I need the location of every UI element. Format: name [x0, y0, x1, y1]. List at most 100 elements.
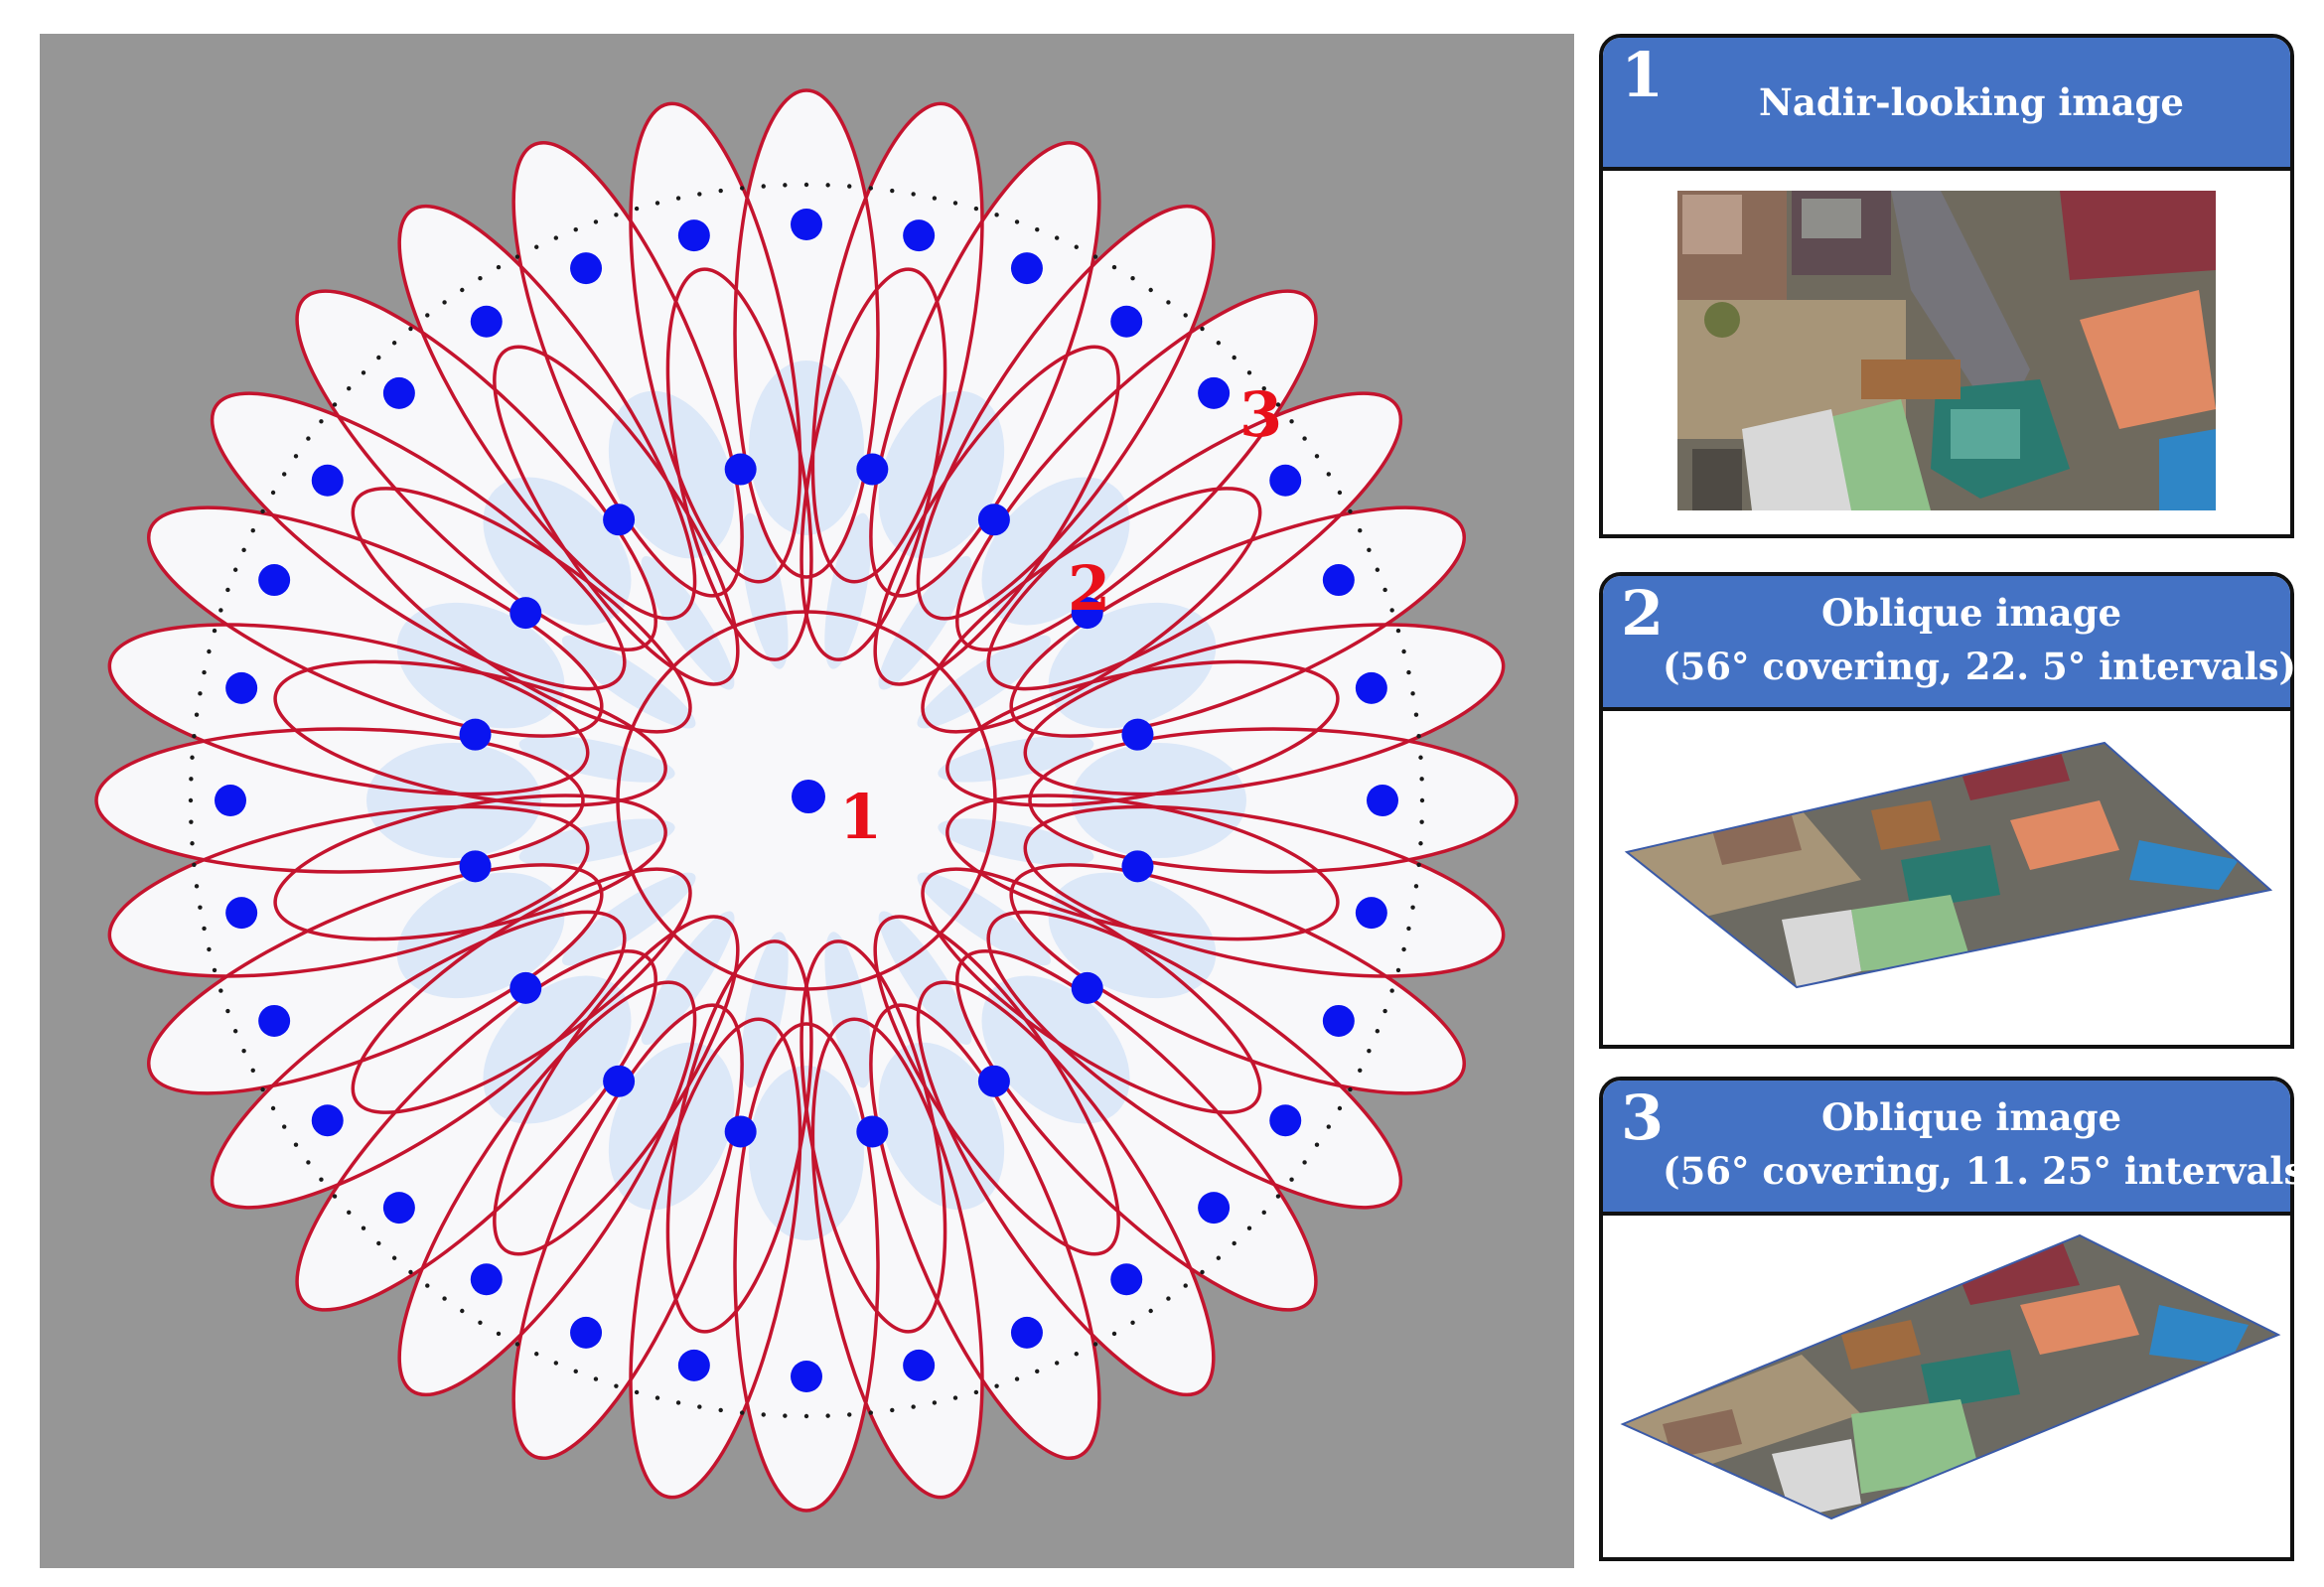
- flight-path-dot: [1054, 1361, 1060, 1366]
- flight-path-dot: [1111, 264, 1117, 270]
- overlap-region: [1048, 602, 1217, 729]
- camera-position-outer: [903, 219, 936, 252]
- footprint-outline: [511, 141, 744, 598]
- flight-path-dot: [442, 1296, 447, 1301]
- flight-path-dot: [1418, 755, 1423, 760]
- camera-position-inner: [509, 971, 542, 1004]
- flight-path-dot: [1289, 419, 1294, 424]
- flight-path-dot: [783, 1413, 788, 1418]
- panel-image-area: [1603, 711, 2290, 1045]
- flight-path-dot: [1419, 777, 1424, 782]
- overlap-region: [878, 555, 972, 690]
- flight-path-dot: [270, 490, 276, 496]
- footprint-outline: [955, 949, 1318, 1312]
- flight-path-dot: [718, 1407, 723, 1413]
- camera-position-outer: [903, 1349, 936, 1381]
- panel-header: 1 Nadir-looking image: [1603, 38, 2290, 171]
- flight-path-dot: [319, 419, 324, 424]
- flight-path-dot: [697, 1404, 702, 1409]
- flight-path-dot: [194, 884, 200, 889]
- overlap-region: [741, 932, 789, 1088]
- label-oblique-11-25: 3: [1239, 378, 1282, 451]
- label-nadir: 1: [839, 781, 882, 853]
- footprint-outline: [665, 939, 813, 1334]
- footprint-outline: [295, 289, 657, 651]
- flight-path-dot: [1401, 946, 1406, 952]
- footprint-svg: 1 2 3: [94, 88, 1519, 1513]
- flight-path-dot: [553, 1361, 559, 1366]
- camera-position-inner: [1121, 850, 1154, 883]
- flight-path-dot: [189, 819, 194, 824]
- flight-path-dot: [1419, 797, 1425, 803]
- flight-path-dot: [391, 341, 397, 346]
- flight-path-dot: [1406, 669, 1411, 675]
- footprint-outline: [295, 949, 657, 1312]
- flight-path-dot: [1358, 1068, 1363, 1073]
- flight-path-dot: [250, 528, 255, 533]
- flight-path-dot: [212, 967, 218, 973]
- flight-path-dot: [1406, 926, 1411, 932]
- panel-header: 3 Oblique image (56° covering, 11. 25° i…: [1603, 1081, 2322, 1216]
- flight-path-dot: [1413, 884, 1419, 889]
- flight-path-dot: [293, 454, 299, 459]
- footprint-outline: [107, 804, 590, 978]
- camera-position-outer: [258, 1004, 291, 1037]
- flight-path-dot: [952, 1395, 958, 1400]
- footprint-outline: [921, 867, 1262, 1114]
- camera-position-outer: [791, 209, 822, 240]
- footprint-outline: [147, 863, 604, 1095]
- label-oblique-22-5: 2: [1068, 552, 1110, 625]
- flight-path-dot: [1375, 1029, 1380, 1034]
- flight-path-dot: [1246, 1226, 1252, 1230]
- flight-path-dot: [514, 1342, 520, 1347]
- overlap-region: [518, 818, 675, 866]
- flight-path-dot: [332, 1194, 338, 1199]
- footprint-outline: [873, 915, 1120, 1256]
- flight-path-dot: [868, 186, 874, 191]
- oblique-aerial-photo: [1620, 1233, 2281, 1520]
- flight-path-dot: [496, 1331, 502, 1337]
- flight-path-dot: [408, 326, 413, 332]
- flight-path-dot: [1358, 528, 1363, 533]
- footprint-outline: [629, 101, 802, 584]
- flight-path-dot: [1416, 733, 1421, 739]
- flight-path-dot: [194, 712, 200, 717]
- overlap-region: [641, 911, 735, 1046]
- footprint-outline: [397, 204, 697, 621]
- camera-position-outer: [1322, 1004, 1355, 1037]
- flight-path-dot: [442, 300, 447, 305]
- flight-path-dot: [189, 777, 194, 782]
- flight-path-dot: [190, 755, 195, 760]
- flight-path-dot: [593, 219, 599, 224]
- flight-path-dot: [1166, 300, 1171, 305]
- flight-path-dot: [232, 567, 238, 572]
- panel-number: 1: [1621, 39, 1665, 111]
- overlap-region: [366, 743, 541, 858]
- camera-position-outer: [1010, 252, 1043, 285]
- camera-position-outer: [1198, 376, 1231, 409]
- camera-position-inner: [1071, 971, 1103, 1004]
- camera-position-outer: [1367, 785, 1398, 816]
- footprint-outline: [147, 505, 604, 738]
- oblique-aerial-photo: [1624, 741, 2273, 989]
- flight-path-dot: [1148, 1308, 1153, 1314]
- camera-position-outer: [470, 305, 503, 338]
- overlap-region: [1072, 743, 1246, 858]
- flight-path-dot: [675, 1400, 681, 1405]
- footprint-outline: [210, 391, 627, 691]
- footprint-outline: [107, 623, 590, 796]
- camera-position-inner: [509, 597, 542, 630]
- flight-path-dot: [232, 1029, 238, 1034]
- footprint-outline: [351, 487, 692, 734]
- footprint-outline: [493, 345, 740, 686]
- camera-position-inner: [856, 453, 889, 486]
- footprint-outline: [493, 915, 740, 1256]
- flight-path-dot: [1367, 1048, 1372, 1054]
- flight-path-dot: [293, 1142, 299, 1147]
- flight-path-dot: [1348, 508, 1353, 514]
- flight-path-dot: [306, 1160, 311, 1165]
- camera-position-outer: [677, 219, 710, 252]
- flight-path-dot: [347, 1210, 352, 1216]
- panel-title-line: Oblique image: [1821, 591, 2121, 635]
- flight-path-dot: [1314, 454, 1320, 459]
